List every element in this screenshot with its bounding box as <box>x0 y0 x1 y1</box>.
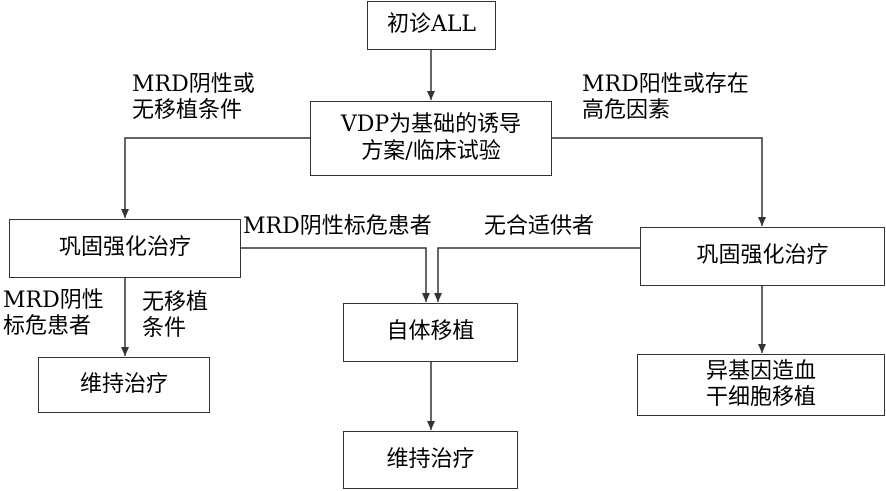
label-mrd-negative-standard-risk-center: MRD阴性标危患者 <box>243 214 432 239</box>
label-no-suitable-donor: 无合适供者 <box>484 214 595 239</box>
node-induction-regimen: VDP为基础的诱导 方案/临床试验 <box>310 101 552 176</box>
arrow-consolidation-left-to-autologous <box>241 247 430 302</box>
arrow-induction-to-consolidation-right <box>552 137 766 226</box>
node-consolidation-right: 巩固强化治疗 <box>640 227 885 286</box>
node-consolidation-left: 巩固强化治疗 <box>9 219 241 278</box>
label-no-transplant-conditions: 无移植 条件 <box>142 290 209 342</box>
node-maintenance-center: 维持治疗 <box>343 431 518 489</box>
label-mrd-negative-or-no-transplant: MRD阴性或 无移植条件 <box>132 72 255 124</box>
node-maintenance-left: 维持治疗 <box>38 357 210 413</box>
node-initial-diagnosis: 初诊ALL <box>367 1 496 50</box>
arrow-consolidation-right-to-autologous <box>434 247 640 302</box>
node-allogeneic-transplant: 异基因造血 干细胞移植 <box>637 354 885 416</box>
node-autologous-transplant: 自体移植 <box>343 303 518 362</box>
label-mrd-negative-standard-risk-left: MRD阴性 标危患者 <box>3 288 104 340</box>
label-mrd-positive-or-high-risk: MRD阳性或存在 高危因素 <box>582 72 749 124</box>
arrow-induction-to-consolidation-left <box>121 137 310 218</box>
